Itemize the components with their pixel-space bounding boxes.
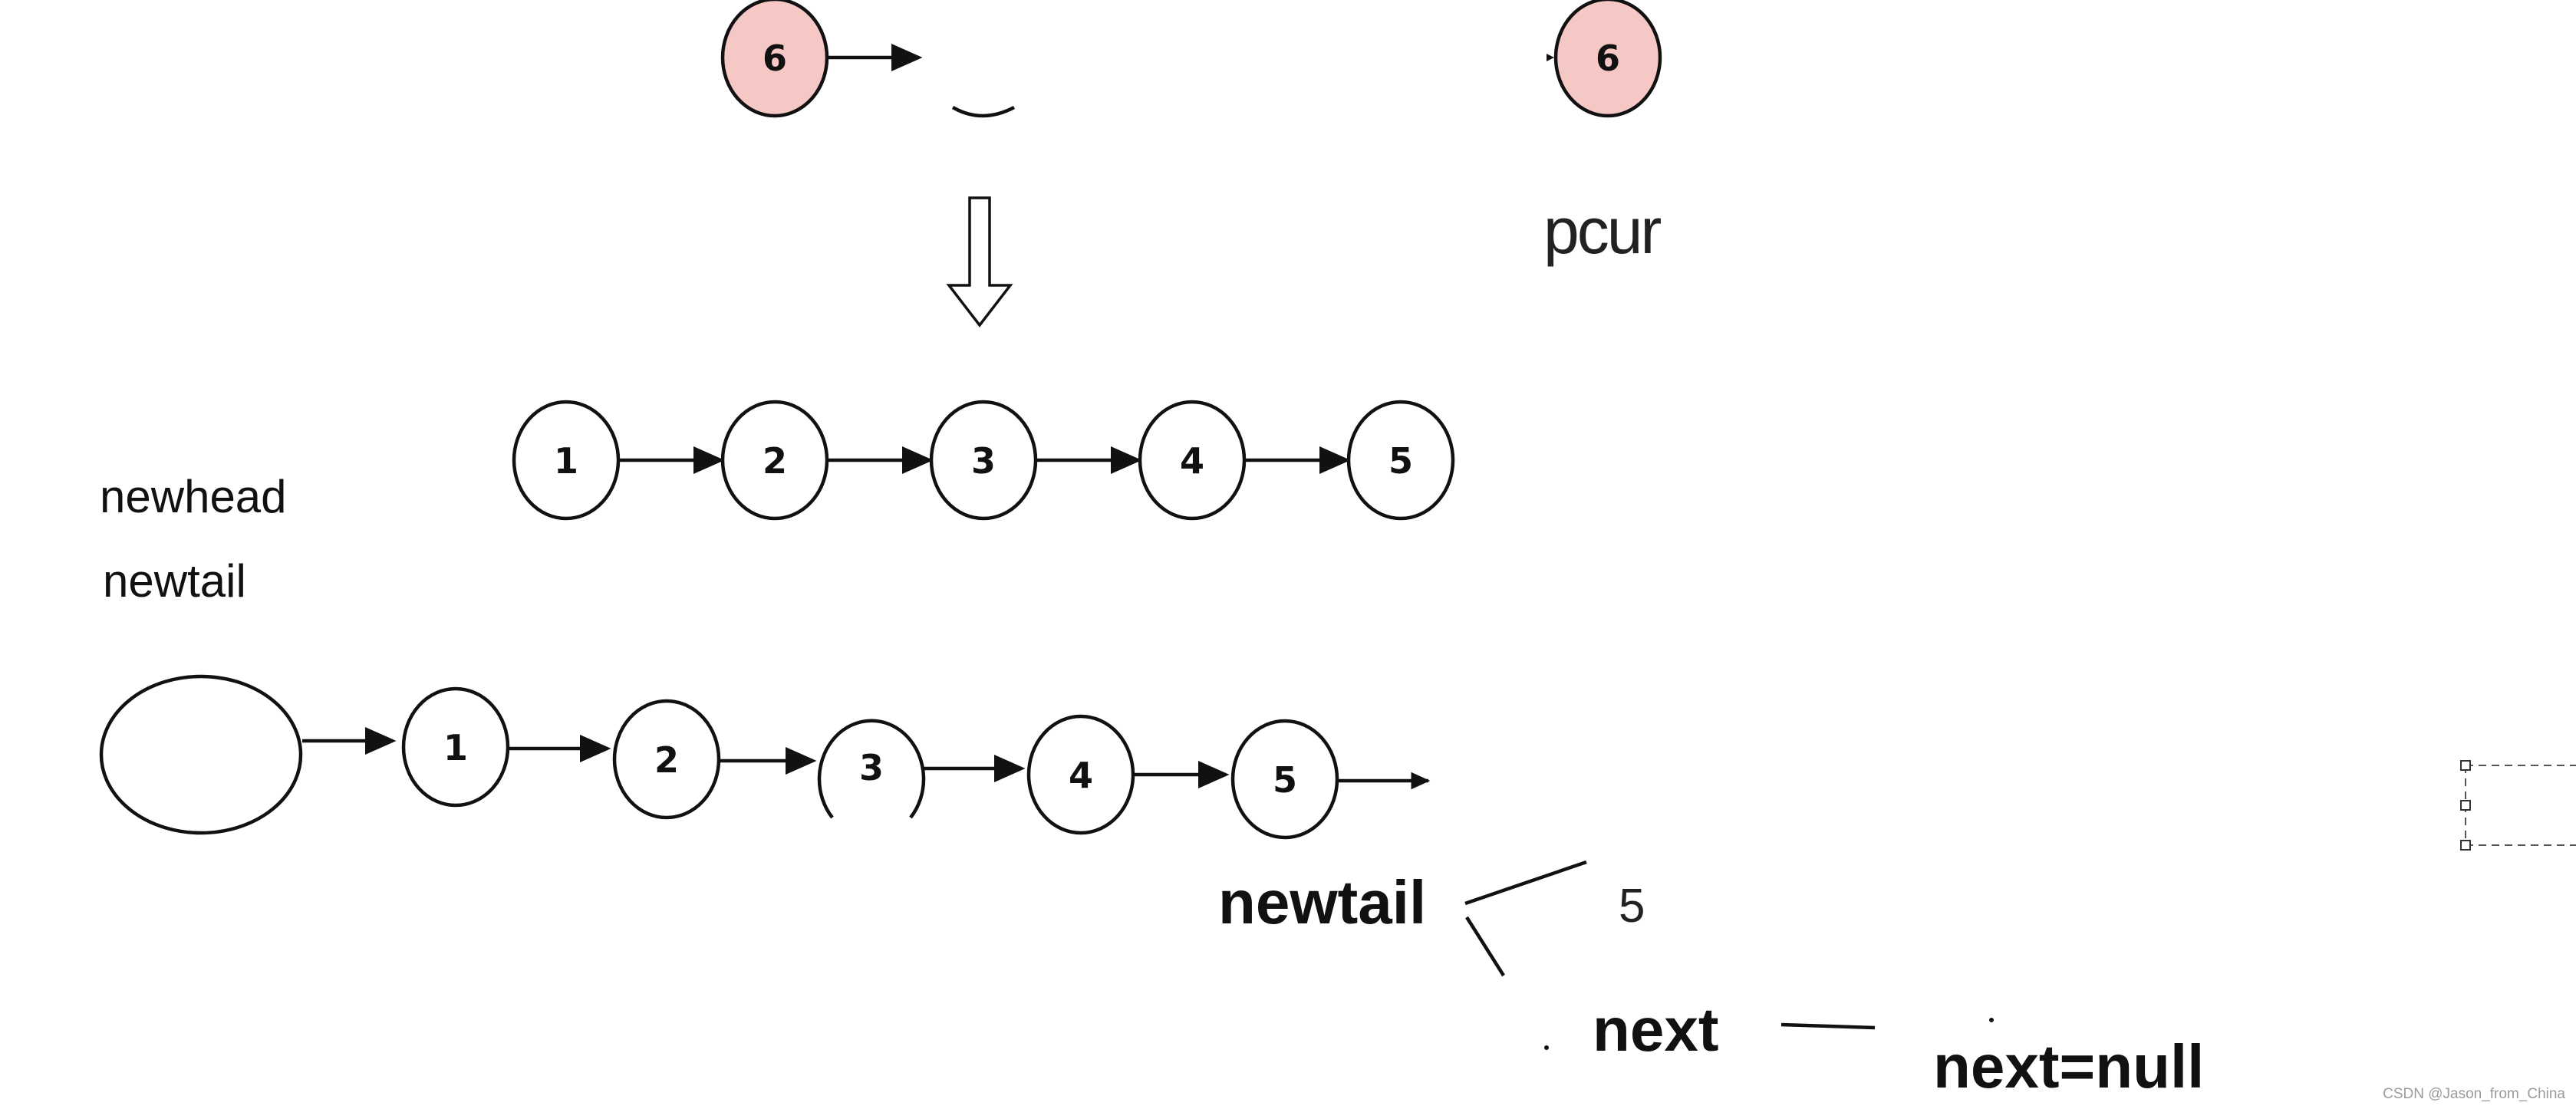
bottom-node-5-label: 5 [1273,759,1297,801]
middle-list: 1 2 3 4 5 [512,400,1455,521]
top-node-left-label: 6 [763,38,787,79]
value-five-label: 5 [1619,880,1645,933]
bottom-node-1: 1 [401,686,510,808]
next-stroke [1780,1022,1876,1030]
bottom-node-3-circle [817,719,926,819]
top-node-right-label: 6 [1596,38,1620,79]
bottom-node-3-label: 3 [859,747,884,788]
top-arc-fragment [951,106,1016,118]
bottom-node-5: 5 [1230,719,1339,840]
top-right-arrow-tip [1547,54,1554,61]
pcur-label: pcur [1543,195,1661,267]
bottom-node-2-label: 2 [654,739,679,781]
middle-node-2-label: 2 [763,440,787,482]
bottom-node-3: 3 [817,719,926,819]
newtail-stroke-down [1465,916,1505,977]
bottom-list: 1 2 3 4 5 [99,674,1431,840]
next-label: next [1593,995,1719,1064]
dot-mark-left [1544,1045,1549,1050]
bottom-node-4-label: 4 [1069,755,1093,796]
top-node-left: 6 [720,0,829,118]
middle-node-5-circle [1346,400,1455,521]
newtail-stroke-up [1464,860,1587,906]
middle-node-4-label: 4 [1180,440,1204,482]
bottom-node-1-label: 1 [443,727,468,768]
middle-node-1: 1 [512,400,621,521]
selection-handle-bottom[interactable] [2460,840,2471,851]
dot-mark-right [1989,1018,1994,1022]
newhead-label: newhead [100,471,287,522]
middle-node-3-label: 3 [971,440,996,482]
middle-node-4: 4 [1138,400,1247,521]
bottom-node-4: 4 [1026,714,1135,835]
selection-handle-middle[interactable] [2460,800,2471,811]
sentinel-node [99,674,303,835]
top-node-right-circle [1553,0,1662,118]
middle-node-5: 5 [1346,400,1455,521]
middle-node-2: 2 [720,400,829,521]
newtail-label: newtail [103,555,246,607]
selection-handle-top[interactable] [2460,760,2471,771]
middle-node-1-label: 1 [554,440,578,482]
middle-node-3: 3 [929,400,1038,521]
newtail-bold-label: newtail [1218,868,1426,936]
next-null-label: next=null [1933,1032,2204,1101]
down-arrow-icon [946,196,1013,327]
top-node-right: 6 [1553,0,1662,118]
selection-box [2460,760,2576,851]
footer-watermark: CSDN @Jason_from_China [2383,1086,2565,1102]
bottom-node-2: 2 [612,699,721,820]
middle-node-5-label: 5 [1388,440,1413,482]
